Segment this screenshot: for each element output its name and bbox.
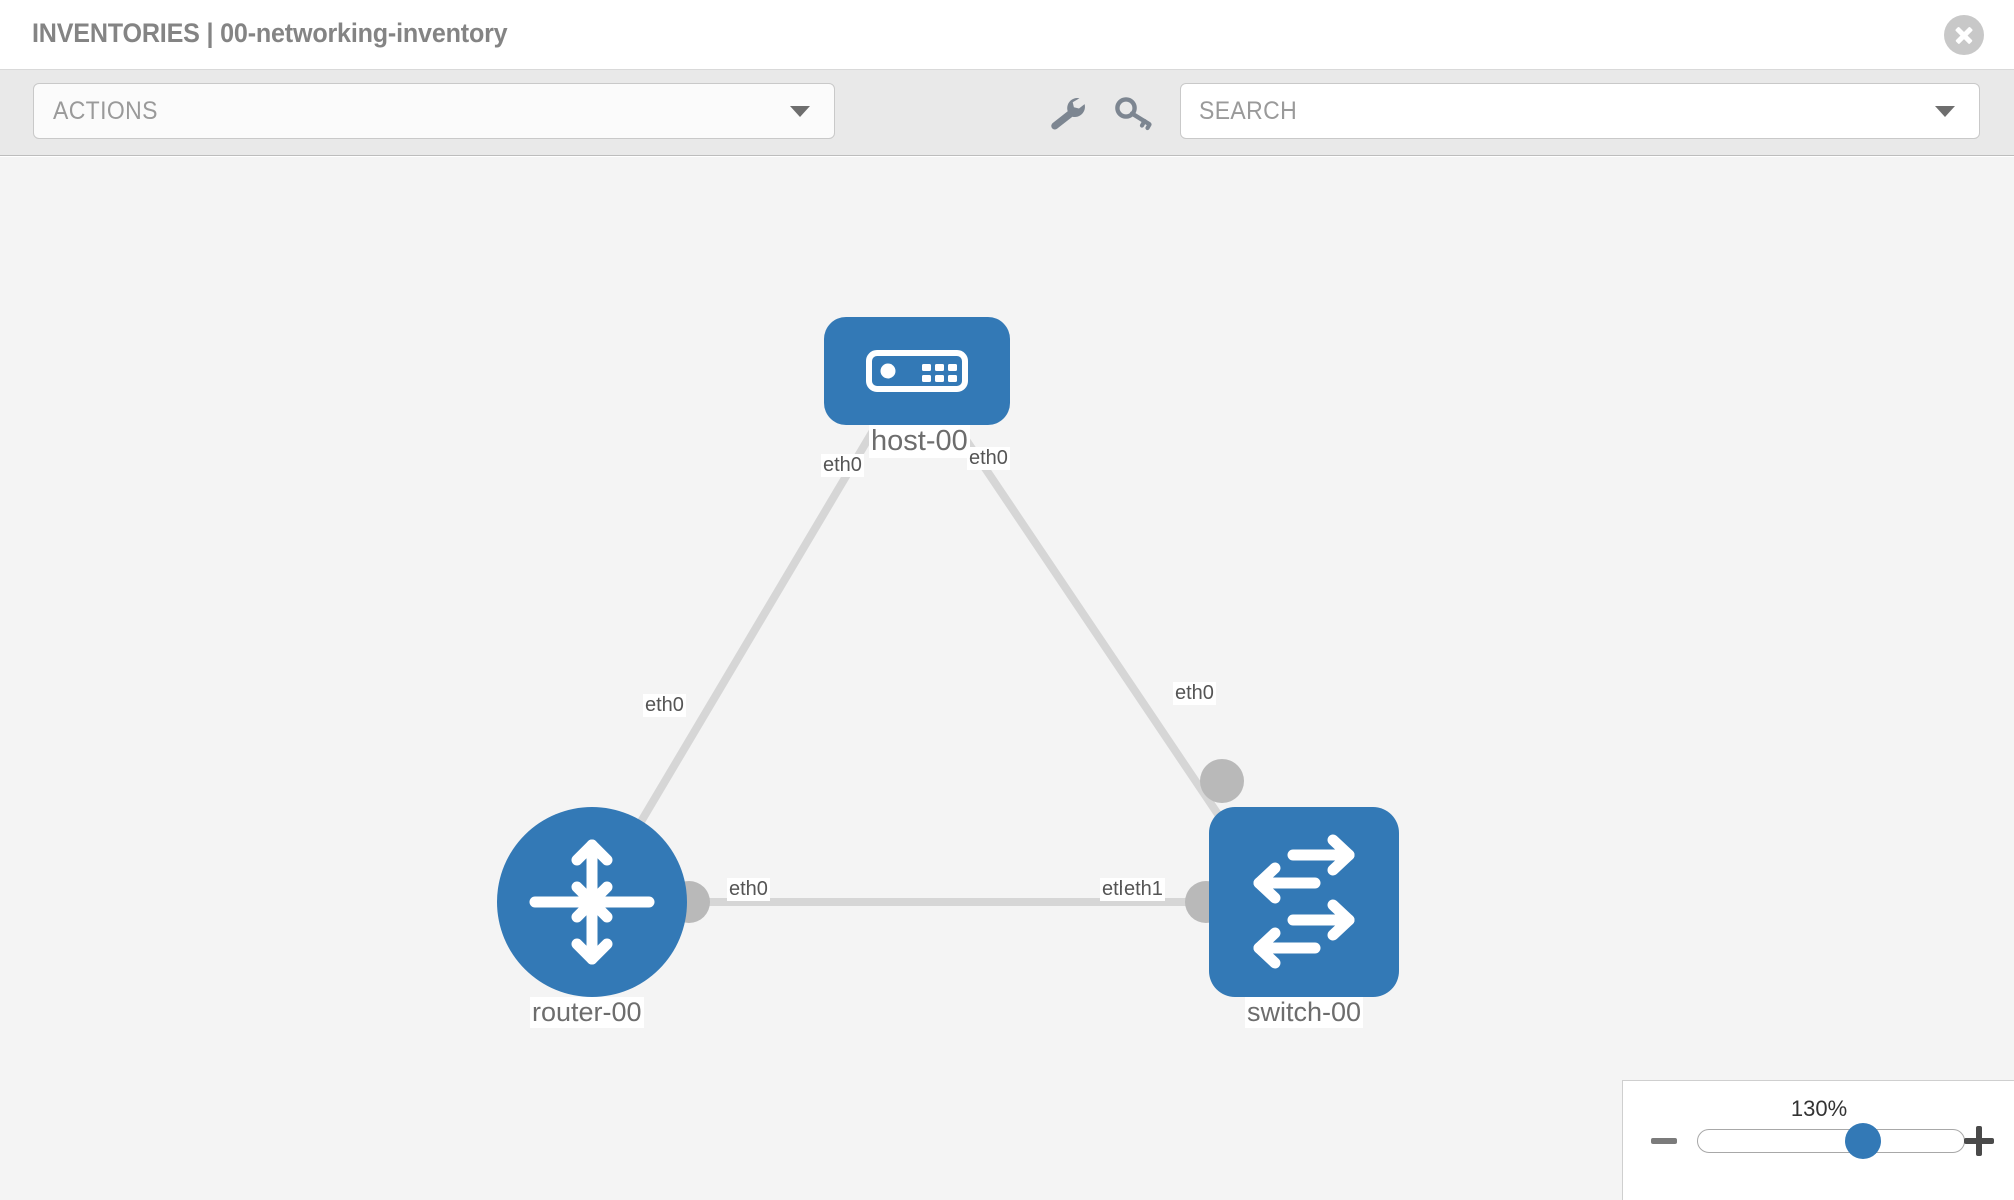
topology-canvas[interactable]: host-00 router-00 switch-00 eth0 eth0 et… xyxy=(0,157,2014,1200)
zoom-level-label: 130% xyxy=(1790,1096,1848,1121)
zoom-in-button[interactable] xyxy=(1964,1126,1994,1156)
port-label-host-right: eth0 xyxy=(967,447,1010,470)
node-switch-00[interactable] xyxy=(1209,807,1399,997)
port-label-switch-left-over: eth1 xyxy=(1122,878,1165,901)
page-title: INVENTORIES | 00-networking-inventory xyxy=(32,18,508,48)
wrench-icon[interactable] xyxy=(1046,94,1088,132)
toolbar: ACTIONS SEARCH xyxy=(0,70,2014,156)
page-header: INVENTORIES | 00-networking-inventory xyxy=(0,0,2014,70)
connector-switch-up xyxy=(1200,759,1244,803)
search-placeholder: SEARCH xyxy=(1199,97,1298,125)
node-label-host-00: host-00 xyxy=(869,425,970,458)
port-label-router-right: eth0 xyxy=(727,878,770,901)
node-router-00[interactable] xyxy=(497,807,687,997)
link-host-switch xyxy=(948,416,1244,850)
chevron-down-icon xyxy=(790,106,810,117)
link-host-router xyxy=(616,416,884,860)
port-label-router-up: eth0 xyxy=(643,694,686,717)
zoom-out-button[interactable] xyxy=(1651,1128,1677,1154)
actions-dropdown-label: ACTIONS xyxy=(53,97,158,125)
node-label-switch-00: switch-00 xyxy=(1245,997,1364,1028)
node-label-router-00: router-00 xyxy=(530,997,644,1028)
port-label-host-left: eth0 xyxy=(821,454,864,477)
close-icon[interactable] xyxy=(1944,15,1984,55)
server-icon xyxy=(866,350,968,392)
router-arrows-icon xyxy=(529,839,655,965)
topology-links xyxy=(616,416,1244,906)
port-label-switch-up: eth0 xyxy=(1173,682,1216,705)
zoom-slider-thumb[interactable] xyxy=(1845,1123,1882,1159)
key-icon[interactable] xyxy=(1113,94,1155,132)
zoom-control: 130% xyxy=(1622,1080,2014,1200)
actions-dropdown[interactable]: ACTIONS xyxy=(33,83,835,139)
zoom-slider-track[interactable] xyxy=(1697,1129,1965,1153)
switch-arrows-icon xyxy=(1253,834,1355,969)
node-host-00[interactable] xyxy=(824,317,1010,425)
chevron-down-icon[interactable] xyxy=(1935,106,1955,117)
search-input[interactable]: SEARCH xyxy=(1180,83,1980,139)
